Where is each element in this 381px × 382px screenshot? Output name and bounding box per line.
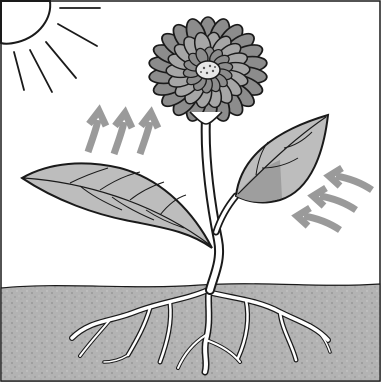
flower-center	[196, 61, 220, 79]
